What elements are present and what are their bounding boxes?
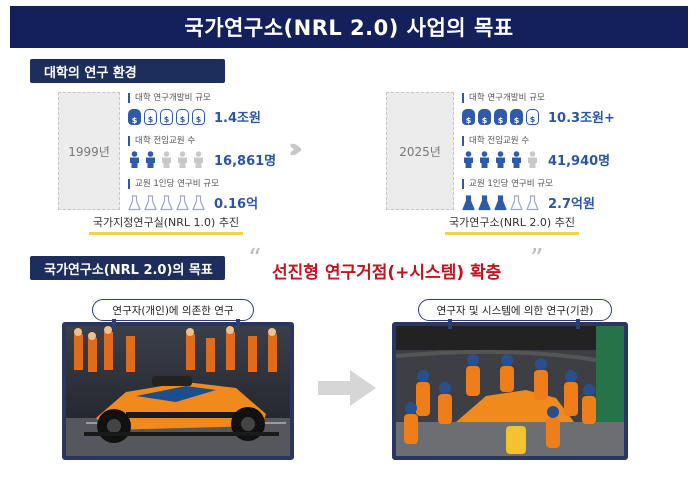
flask-icon xyxy=(462,194,475,211)
stat-label: 교원 1인당 연구비 규모 xyxy=(128,179,288,189)
stat-row: 41,940명 xyxy=(462,150,642,169)
progress-chevrons: ››››››› xyxy=(288,134,303,164)
stat-label: 대학 전임교원 수 xyxy=(128,136,288,146)
person-icon xyxy=(478,150,491,168)
person-icon xyxy=(128,150,141,168)
stat-block: 대학 전임교원 수 16,861명 xyxy=(128,136,288,169)
stat-row: $$$$$1.4조원 xyxy=(128,107,288,126)
flask-icon xyxy=(144,194,157,211)
stat-value: 2.7억원 xyxy=(548,197,595,212)
money-bag-icon: $ xyxy=(510,108,523,125)
stat-row: 16,861명 xyxy=(128,150,288,169)
flask-icon xyxy=(160,194,173,211)
person-icon xyxy=(494,150,507,168)
stat-label: 대학 전임교원 수 xyxy=(462,136,642,146)
flask-icon xyxy=(176,194,189,211)
pit-stop-photo xyxy=(392,322,628,460)
money-bag-icon: $ xyxy=(192,108,205,125)
flask-icon xyxy=(526,194,539,211)
stat-value: 16,861명 xyxy=(214,154,277,169)
money-bag-icon: $ xyxy=(526,108,539,125)
open-quote: “ xyxy=(248,244,262,274)
stat-label: 대학 연구개발비 규모 xyxy=(128,93,288,103)
stat-value: 41,940명 xyxy=(548,154,611,169)
pill-pin-right-2 xyxy=(576,319,580,329)
goal-statement: 선진형 연구거점(+시스템) 확충 xyxy=(272,263,502,283)
year-box-2025: 2025년 xyxy=(386,92,454,210)
caption-individual-research: 연구자(개인)에 의존한 연구 xyxy=(92,299,254,321)
close-quote: ” xyxy=(530,244,544,274)
arrow-right-icon xyxy=(318,370,376,410)
money-bag-icon: $ xyxy=(462,108,475,125)
section-label-research-environment: 대학의 연구 환경 xyxy=(30,59,225,83)
stat-value: 0.16억 xyxy=(214,197,259,212)
person-icon xyxy=(176,150,189,168)
stat-value: 10.3조원+ xyxy=(548,111,615,126)
stat-label: 교원 1인당 연구비 규모 xyxy=(462,179,642,189)
money-bag-icon: $ xyxy=(478,108,491,125)
stat-label: 대학 연구개발비 규모 xyxy=(462,93,642,103)
money-bag-icon: $ xyxy=(176,108,189,125)
flask-icon xyxy=(478,194,491,211)
person-icon xyxy=(192,150,205,168)
stat-block: 교원 1인당 연구비 규모 0.16억 xyxy=(128,179,288,212)
money-bag-icon: $ xyxy=(160,108,173,125)
person-icon xyxy=(160,150,173,168)
pill-pin-left xyxy=(112,319,116,329)
page-title: 국가연구소(NRL 2.0) 사업의 목표 xyxy=(10,6,688,48)
flask-icon xyxy=(510,194,523,211)
money-bag-icon: $ xyxy=(144,108,157,125)
year-box-1999: 1999년 xyxy=(58,92,120,210)
stat-value: 1.4조원 xyxy=(214,111,261,126)
stat-block: 대학 연구개발비 규모$$$$$10.3조원+ xyxy=(462,93,642,126)
money-bag-icon: $ xyxy=(128,108,141,125)
pill-pin-right xyxy=(236,319,240,329)
caption-system-research: 연구자 및 시스템에 의한 연구(기관) xyxy=(418,299,612,321)
money-bag-icon: $ xyxy=(494,108,507,125)
f1-car-photo xyxy=(62,322,294,460)
person-icon xyxy=(462,150,475,168)
stat-row: $$$$$10.3조원+ xyxy=(462,107,642,126)
person-icon xyxy=(510,150,523,168)
person-icon xyxy=(526,150,539,168)
stat-block: 대학 전임교원 수 41,940명 xyxy=(462,136,642,169)
pill-pin-left-2 xyxy=(448,319,452,329)
flask-icon xyxy=(192,194,205,211)
caption-nrl2: 국가연구소(NRL 2.0) 추진 xyxy=(432,214,592,235)
stat-block: 교원 1인당 연구비 규모 2.7억원 xyxy=(462,179,642,212)
caption-nrl1: 국가지정연구실(NRL 1.0) 추진 xyxy=(66,214,266,235)
section-label-nrl-goal: 국가연구소(NRL 2.0)의 목표 xyxy=(30,256,225,280)
flask-icon xyxy=(494,194,507,211)
stat-block: 대학 연구개발비 규모$$$$$1.4조원 xyxy=(128,93,288,126)
person-icon xyxy=(144,150,157,168)
stat-row: 0.16억 xyxy=(128,193,288,212)
stat-row: 2.7억원 xyxy=(462,193,642,212)
flask-icon xyxy=(128,194,141,211)
